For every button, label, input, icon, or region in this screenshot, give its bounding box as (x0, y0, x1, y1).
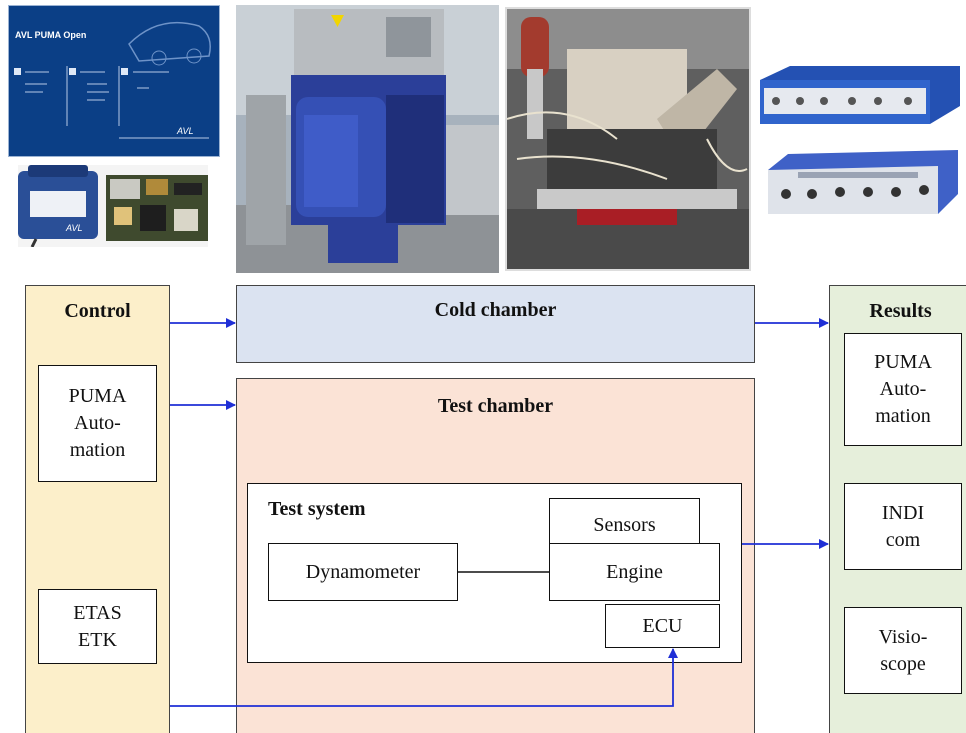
engine-on-test-bed-photo (505, 7, 751, 271)
ecu-hardware-image: AVL (18, 165, 208, 247)
indicom-amplifier-image (760, 66, 960, 124)
test-system-title: Test system (268, 498, 366, 520)
ecu-box: ECU (605, 604, 720, 648)
software-screenshot-image: AVL PUMA Open AVL (8, 5, 220, 157)
ecu-logo-text: AVL (65, 223, 83, 233)
control-title: Control (64, 300, 131, 322)
screen-brand-text: AVL PUMA Open (15, 30, 86, 40)
control-puma-automation-box: PUMA Auto- mation (38, 365, 157, 482)
results-puma-automation-box: PUMA Auto- mation (844, 333, 962, 446)
results-visioscope-box: Visio- scope (844, 607, 962, 694)
control-panel: Control (25, 285, 170, 733)
test-chamber-title: Test chamber (437, 395, 554, 417)
cold-chamber-title: Cold chamber (434, 299, 557, 321)
dynamometer-photo (236, 5, 499, 273)
control-etas-etk-box: ETAS ETK (38, 589, 157, 664)
cold-chamber-box: Cold chamber (236, 285, 755, 363)
engine-box: Engine (549, 543, 720, 601)
results-title: Results (869, 300, 932, 322)
dynamometer-box: Dynamometer (268, 543, 458, 601)
visioscope-amplifier-image (768, 150, 958, 214)
screen-logo-text: AVL (176, 126, 194, 136)
results-indicom-box: INDI com (844, 483, 962, 570)
